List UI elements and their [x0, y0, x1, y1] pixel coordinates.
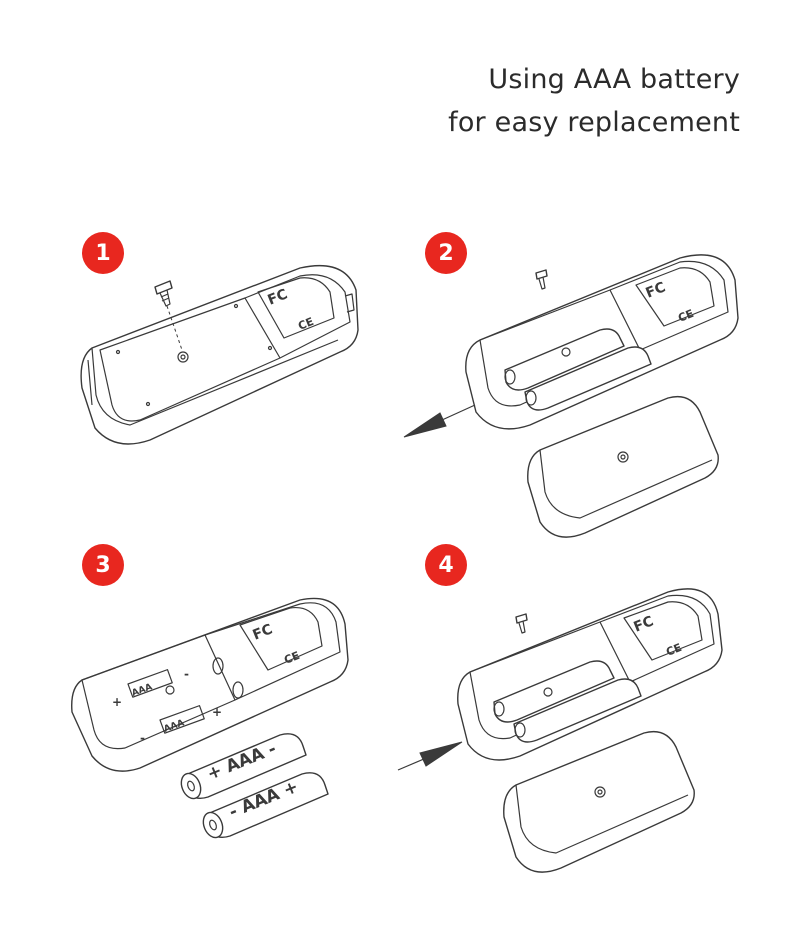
step-2-battery-cover	[527, 395, 719, 538]
step-4-screw	[515, 613, 528, 634]
step-2-screw	[535, 269, 548, 290]
ce-mark: CE	[282, 649, 301, 667]
fcc-mark: FC	[251, 621, 275, 643]
step-2-badge: 2	[425, 232, 467, 274]
step-4-device: FC CE	[457, 588, 723, 761]
slot-2-plus: +	[212, 705, 222, 719]
fcc-mark: FC	[632, 613, 656, 635]
step-1-badge: 1	[82, 232, 124, 274]
title-line-2: for easy replacement	[448, 107, 740, 138]
step-1-screw	[154, 280, 183, 351]
step-1-device: FC CE	[80, 264, 359, 445]
fcc-mark: FC	[266, 286, 290, 308]
step-3-badge: 3	[82, 544, 124, 586]
slot-1-minus: -	[184, 667, 189, 681]
step-2-slide-out-arrow	[403, 404, 476, 438]
ce-mark: CE	[664, 641, 683, 659]
fcc-mark: FC	[644, 279, 668, 301]
title-line-1: Using AAA battery	[488, 64, 740, 95]
ce-mark: CE	[676, 307, 695, 325]
step-4-battery-cover	[503, 730, 695, 873]
page-title: Using AAA battery for easy replacement	[340, 58, 740, 144]
step-2-device: FC CE	[465, 254, 739, 430]
step-4-badge: 4	[425, 544, 467, 586]
slot-2-minus: -	[140, 731, 145, 745]
step-3-device: FC CE AAA + - AAA - +	[71, 597, 349, 772]
slot-1-plus: +	[112, 695, 122, 709]
step-4-slide-in-arrow	[397, 741, 463, 771]
ce-mark: CE	[296, 315, 315, 333]
